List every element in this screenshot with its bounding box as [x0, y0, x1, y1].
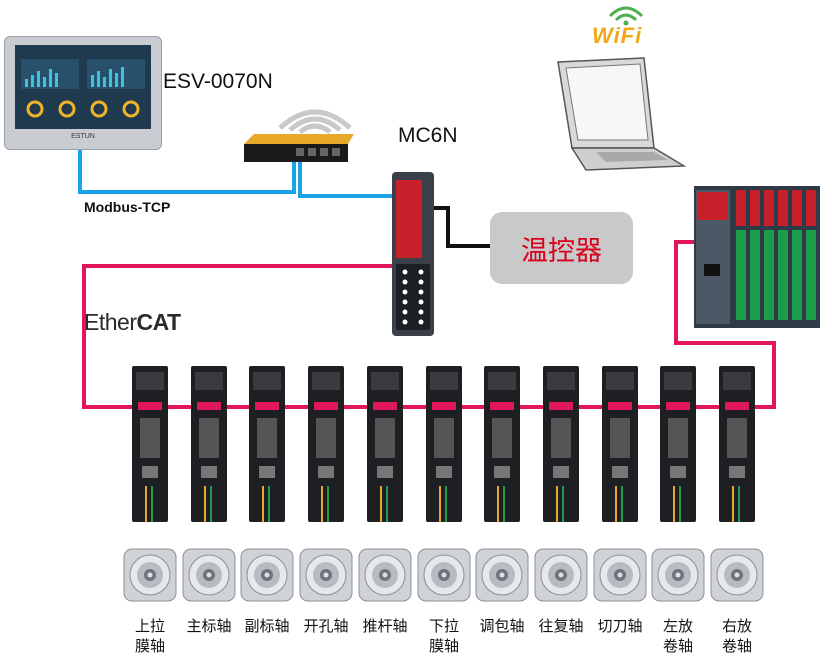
ethercat-cable-right [674, 240, 776, 409]
servo-motor-icon [593, 548, 647, 602]
servo-drive-icon [191, 366, 227, 522]
axis-label: 主标轴 [186, 617, 232, 635]
axis-label: 副标轴 [244, 617, 290, 635]
modbus-cable [78, 148, 296, 194]
laptop-icon [557, 57, 686, 171]
servo-drive-icon [719, 366, 755, 522]
temp-controller-label: 温控器 [521, 235, 602, 267]
axis-label: 往复轴 [538, 617, 584, 635]
servo-drive-icon [660, 366, 696, 522]
servo-drive-icon [308, 366, 344, 522]
axis-label: 开孔轴 [303, 617, 349, 635]
ethercat-prefix: Ether [84, 309, 137, 335]
servo-drive-icon [602, 366, 638, 522]
servo-drive-icon [426, 366, 462, 522]
modbus-label: Modbus-TCP [84, 199, 171, 215]
axis-label: 切刀轴 [597, 617, 643, 635]
servo-drive-icon [484, 366, 520, 522]
servo-motor-icon [240, 548, 294, 602]
router-controller-cable [298, 162, 398, 198]
ethercat-logo: EtherCAT [84, 309, 181, 336]
router-icon [244, 109, 354, 162]
temp-controller-box: 温控器 [490, 212, 633, 284]
axis-label: 下拉膜轴 [428, 617, 459, 655]
servo-motor-icon [534, 548, 588, 602]
wifi-label: WiFi [592, 23, 643, 48]
hmi-brand: ESTUN [71, 133, 95, 140]
plc-icon [392, 172, 434, 336]
servo-motor-icon [299, 548, 353, 602]
hmi-screen [15, 45, 151, 129]
axis-label: 右放卷轴 [721, 617, 752, 655]
servo-motor-icon [710, 548, 764, 602]
plc-terminal-block [396, 264, 430, 330]
servo-motor-icon [123, 548, 177, 602]
ethercat-suffix: CAT [136, 309, 181, 335]
servo-motor-icon [182, 548, 236, 602]
plc-front [396, 180, 422, 258]
axis-label: 左放卷轴 [662, 617, 693, 655]
hmi-dashboard-icon [21, 59, 145, 118]
servo-motor-icon [358, 548, 412, 602]
hmi-label: ESV-0070N [163, 70, 273, 93]
servo-drive-icon [543, 366, 579, 522]
servo-drive-icon [132, 366, 168, 522]
axis-label: 推杆轴 [362, 617, 408, 635]
servo-drive-icon [249, 366, 285, 522]
servo-motor-icon [651, 548, 705, 602]
io-rack-icon [694, 186, 820, 328]
wifi-icon [608, 6, 644, 26]
axis-label: 上拉膜轴 [134, 617, 165, 655]
servo-drive-icon [367, 366, 403, 522]
hmi-panel: ESTUN [4, 36, 162, 150]
axis-label: 调包轴 [479, 617, 525, 635]
servo-motor-icon [475, 548, 529, 602]
controller-label: MC6N [398, 124, 458, 147]
ethercat-cable-left [82, 264, 404, 409]
servo-motor-icon [417, 548, 471, 602]
